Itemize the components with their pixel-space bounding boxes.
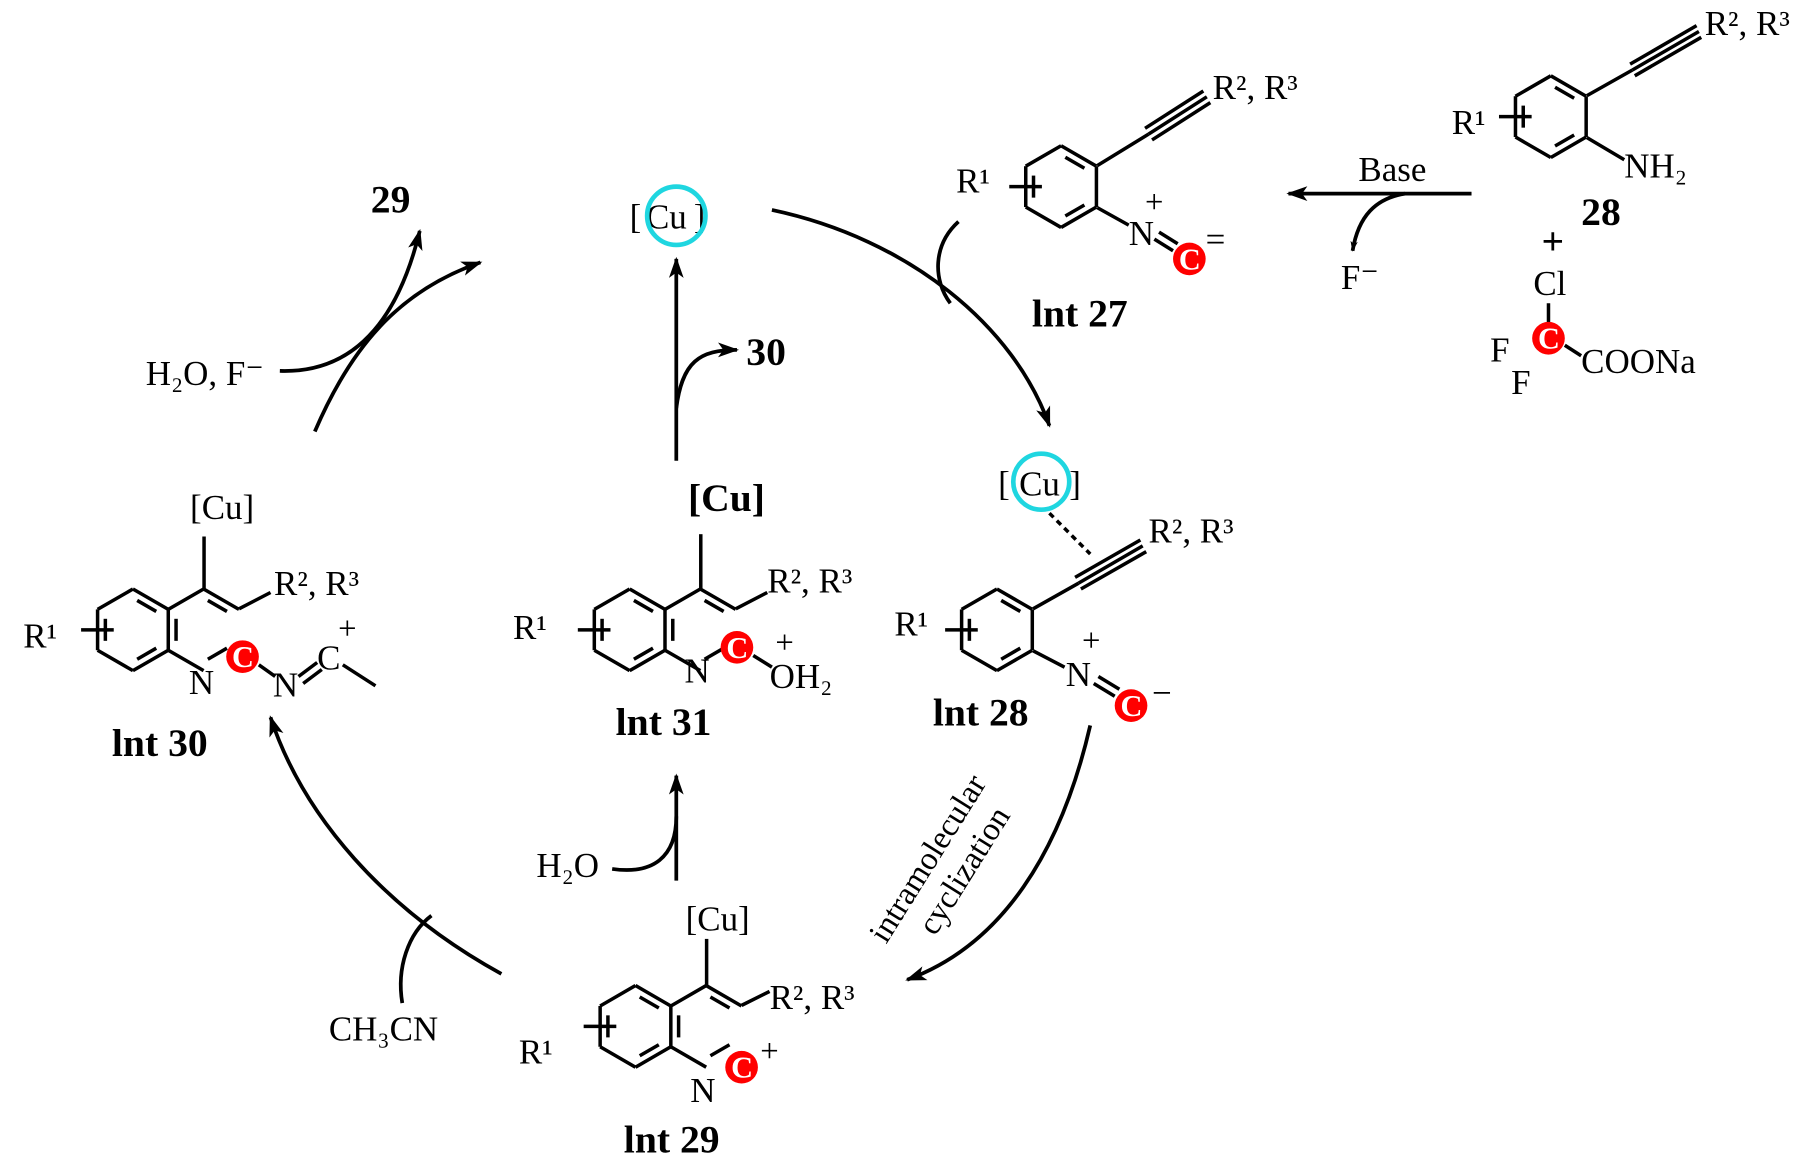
- int28-label: lnt 28: [933, 690, 1029, 734]
- int27-nitrogen: N: [1129, 214, 1154, 253]
- reagent-ch3cn: CH₃CN: [329, 1009, 438, 1048]
- int28-nitrogen: N: [1066, 655, 1091, 694]
- int29-r23: R², R³: [770, 978, 855, 1017]
- fluorine-1: F: [1490, 331, 1509, 370]
- int28-r23: R², R³: [1149, 511, 1234, 550]
- int31-carbon-highlight: [720, 630, 754, 664]
- int27-carbon-highlight: [1173, 242, 1206, 276]
- int31-r23: R², R³: [767, 561, 852, 600]
- plus-sign: +: [1541, 219, 1564, 263]
- chlorine: Cl: [1533, 264, 1566, 303]
- int30-nitrogen-2: N: [273, 665, 298, 704]
- arrow-water-addition: [611, 816, 679, 872]
- int29-pyridine-ring: [669, 984, 743, 1069]
- int30-carbon: C: [232, 640, 254, 674]
- int29-benzo-ring: [583, 984, 673, 1069]
- arrow-int29-to-int30: [268, 715, 503, 976]
- int27-cminus: =: [1206, 220, 1226, 259]
- int30-carbon-highlight: [226, 640, 259, 673]
- int30-cplus: +: [338, 611, 356, 647]
- base-label: Base: [1358, 150, 1426, 189]
- fluorine-2: F: [1511, 363, 1530, 402]
- int30-pyridine-ring: [167, 587, 240, 673]
- int28-r1: R¹: [894, 605, 928, 644]
- coona-group: COONa: [1581, 342, 1696, 381]
- arrow-catalyst-to-int28: [771, 208, 1052, 428]
- int27-label: lnt 27: [1032, 292, 1128, 336]
- int31-benzo-ring: [577, 587, 667, 673]
- int28-cminus: −: [1152, 673, 1172, 712]
- arrow-fluoride-release: [1350, 191, 1406, 252]
- product-29-label: 29: [371, 177, 411, 221]
- copper-highlight-circle: [644, 184, 708, 248]
- int31-oplus: +: [775, 625, 793, 661]
- int27-benzene-ring: [1009, 144, 1099, 229]
- product-30-label: 30: [746, 330, 786, 374]
- catalyst-label: [Cu]: [630, 198, 706, 237]
- int29-label: lnt 29: [624, 1117, 720, 1157]
- arrow-release-30: [674, 342, 740, 409]
- int27-r1: R¹: [956, 161, 990, 200]
- start28-r23: R², R³: [1705, 4, 1790, 43]
- int31-oh2: OH₂: [770, 657, 833, 696]
- int28-copper-highlight: [1010, 451, 1072, 513]
- int31-r1: R¹: [513, 608, 547, 647]
- int29-carbon: C: [731, 1051, 753, 1085]
- arrow-to-catalyst: [313, 260, 483, 433]
- int27-carbon: C: [1179, 242, 1201, 276]
- fluoride-label: F⁻: [1341, 258, 1379, 297]
- int29-cplus: +: [760, 1033, 778, 1069]
- int30-catalyst: [Cu]: [190, 488, 254, 527]
- int28-carbon: C: [1121, 689, 1143, 723]
- reagent-h2o: H₂O: [536, 846, 599, 885]
- int30-r1: R¹: [23, 616, 57, 655]
- difluoro-carbon-highlight: [1532, 321, 1565, 355]
- int28-carbon-highlight: [1114, 689, 1148, 722]
- int29-carbon-highlight: [725, 1050, 758, 1084]
- int30-nitrogen: N: [189, 663, 214, 702]
- arrow-cyclization: [905, 725, 1093, 982]
- arrow-acetonitrile-addition: [398, 914, 433, 1004]
- int30-nitrilium-carbon: C: [317, 638, 340, 677]
- start28-label: 28: [1581, 190, 1621, 234]
- int30-benzo-ring: [81, 587, 171, 673]
- reagent-h2o-f: H₂O, F⁻: [146, 354, 264, 393]
- int31-carbon: C: [726, 631, 748, 665]
- int31-label: lnt 31: [616, 700, 712, 744]
- ring-bonds: [81, 74, 1588, 1069]
- difluoro-carbon: C: [1538, 322, 1560, 356]
- int31-pyridine-ring: [664, 587, 737, 673]
- int31-catalyst: [Cu]: [688, 476, 765, 520]
- int28-nplus: +: [1082, 623, 1100, 659]
- start28-benzene-ring: [1498, 74, 1588, 159]
- start28-r1: R¹: [1452, 103, 1486, 142]
- arrow-int27-entry: [936, 220, 960, 305]
- int29-r1: R¹: [519, 1033, 553, 1072]
- start28-amine: NH₂: [1624, 146, 1687, 185]
- int28-benzene-ring: [945, 587, 1035, 673]
- int29-catalyst: [Cu]: [686, 900, 750, 939]
- int27-nplus: +: [1145, 184, 1163, 220]
- int27-r23: R², R³: [1213, 68, 1298, 107]
- int29-nitrogen: N: [690, 1071, 715, 1110]
- arrow-release-29: [279, 228, 423, 373]
- int31-nitrogen: N: [684, 651, 709, 690]
- int30-label: lnt 30: [112, 721, 208, 765]
- int30-r23: R², R³: [274, 564, 359, 603]
